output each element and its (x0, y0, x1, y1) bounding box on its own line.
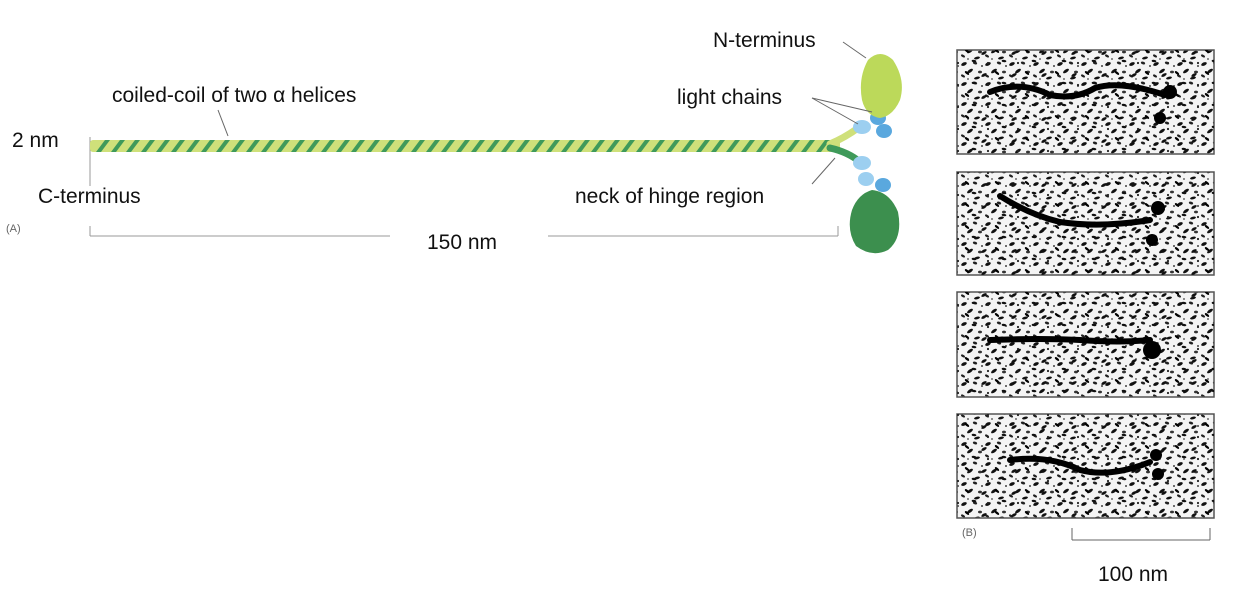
micrograph-1 (956, 49, 1215, 155)
helix-stripe (816, 140, 830, 152)
light-chain-3 (876, 124, 892, 138)
light-chain-1 (853, 120, 871, 134)
helix-stripe (156, 140, 170, 152)
light-chain-4 (853, 156, 871, 170)
panel-b-label: (B) (962, 527, 977, 539)
motor-head-lower (849, 190, 900, 254)
helix-stripe (306, 140, 320, 152)
helix-stripe (501, 140, 515, 152)
helix-stripe (546, 140, 560, 152)
helix-stripe (456, 140, 470, 152)
helix-stripe (336, 140, 350, 152)
helix-stripe (351, 140, 365, 152)
n-terminus-leader (842, 41, 867, 59)
c-terminus-label: C-terminus (38, 185, 141, 208)
helix-stripe (606, 140, 620, 152)
neck-leader (811, 157, 836, 185)
helix-stripe (141, 140, 155, 152)
helix-stripe (471, 140, 485, 152)
micrograph-4 (956, 413, 1215, 519)
coiled-coil-leader (217, 109, 229, 137)
helix-stripe (711, 140, 725, 152)
helix-stripe (576, 140, 590, 152)
helix-stripe (111, 140, 125, 152)
helix-stripe (531, 140, 545, 152)
helix-stripe (441, 140, 455, 152)
motor-head-upper (860, 54, 902, 118)
micrograph-3 (956, 291, 1215, 398)
helix-stripe (321, 140, 335, 152)
helix-stripes (96, 140, 830, 152)
helix-stripe (261, 140, 275, 152)
helix-stripe (186, 140, 200, 152)
helix-stripe (681, 140, 695, 152)
neck-label: neck of hinge region (575, 185, 765, 208)
light-chains-label: light chains (677, 86, 783, 109)
helix-stripe (726, 140, 740, 152)
helix-stripe (561, 140, 575, 152)
helix-stripe (636, 140, 650, 152)
scale-label: 100 nm (1098, 563, 1169, 586)
helix-stripe (666, 140, 680, 152)
neck-upper (826, 124, 862, 148)
helix-stripe (381, 140, 395, 152)
helix-stripe (246, 140, 260, 152)
micrograph-2 (956, 171, 1215, 276)
helix-stripe (741, 140, 755, 152)
helix-stripe (396, 140, 410, 152)
helix-stripe (486, 140, 500, 152)
helix-stripe (171, 140, 185, 152)
coiled-coil-label: coiled-coil of two α helices (112, 84, 357, 107)
helix-stripe (621, 140, 635, 152)
length-label: 150 nm (427, 231, 498, 254)
helix-stripe (231, 140, 245, 152)
helix-stripe (276, 140, 290, 152)
width-label: 2 nm (12, 129, 59, 152)
panel-a-label: (A) (6, 223, 21, 235)
helix-stripe (771, 140, 785, 152)
light-chains-leader-1 (811, 97, 859, 125)
helix-stripe (411, 140, 425, 152)
helix-stripe (291, 140, 305, 152)
helix-stripe (216, 140, 230, 152)
light-chains-leader-2 (811, 97, 873, 113)
helix-stripe (426, 140, 440, 152)
helix-stripe (96, 140, 110, 152)
n-terminus-label: N-terminus (713, 29, 816, 52)
helix-stripe (591, 140, 605, 152)
helix-stripe (651, 140, 665, 152)
helix-stripe (516, 140, 530, 152)
helix-stripe (201, 140, 215, 152)
helix-stripe (126, 140, 140, 152)
helix-stripe (696, 140, 710, 152)
helix-stripe (366, 140, 380, 152)
helix-stripe (786, 140, 800, 152)
helix-stripe (801, 140, 815, 152)
helix-stripe (756, 140, 770, 152)
light-chain-5 (858, 172, 874, 186)
light-chain-6 (875, 178, 891, 192)
